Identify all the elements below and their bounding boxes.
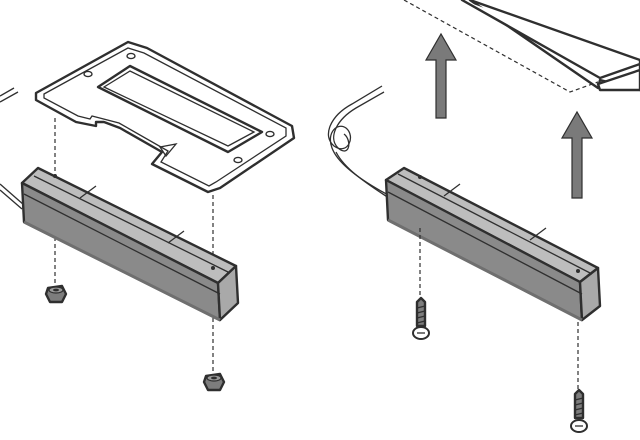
cable-left xyxy=(0,87,25,210)
left-panel xyxy=(0,40,296,392)
screw xyxy=(570,388,588,433)
hex-nut xyxy=(202,372,226,392)
bracket-hole xyxy=(126,52,136,60)
mounting-bracket xyxy=(34,40,296,194)
hex-nut xyxy=(44,284,68,304)
cable-coil xyxy=(327,85,393,201)
sensor-unit xyxy=(384,166,602,322)
mounting-surface xyxy=(403,0,640,93)
sensor-unit xyxy=(20,166,240,322)
right-panel xyxy=(327,0,640,433)
bracket-hole xyxy=(233,156,243,164)
screw xyxy=(412,296,430,340)
bracket-hole xyxy=(265,130,275,138)
lift-arrow xyxy=(424,32,458,119)
lift-arrow xyxy=(560,110,594,199)
bracket-hole xyxy=(83,70,93,78)
